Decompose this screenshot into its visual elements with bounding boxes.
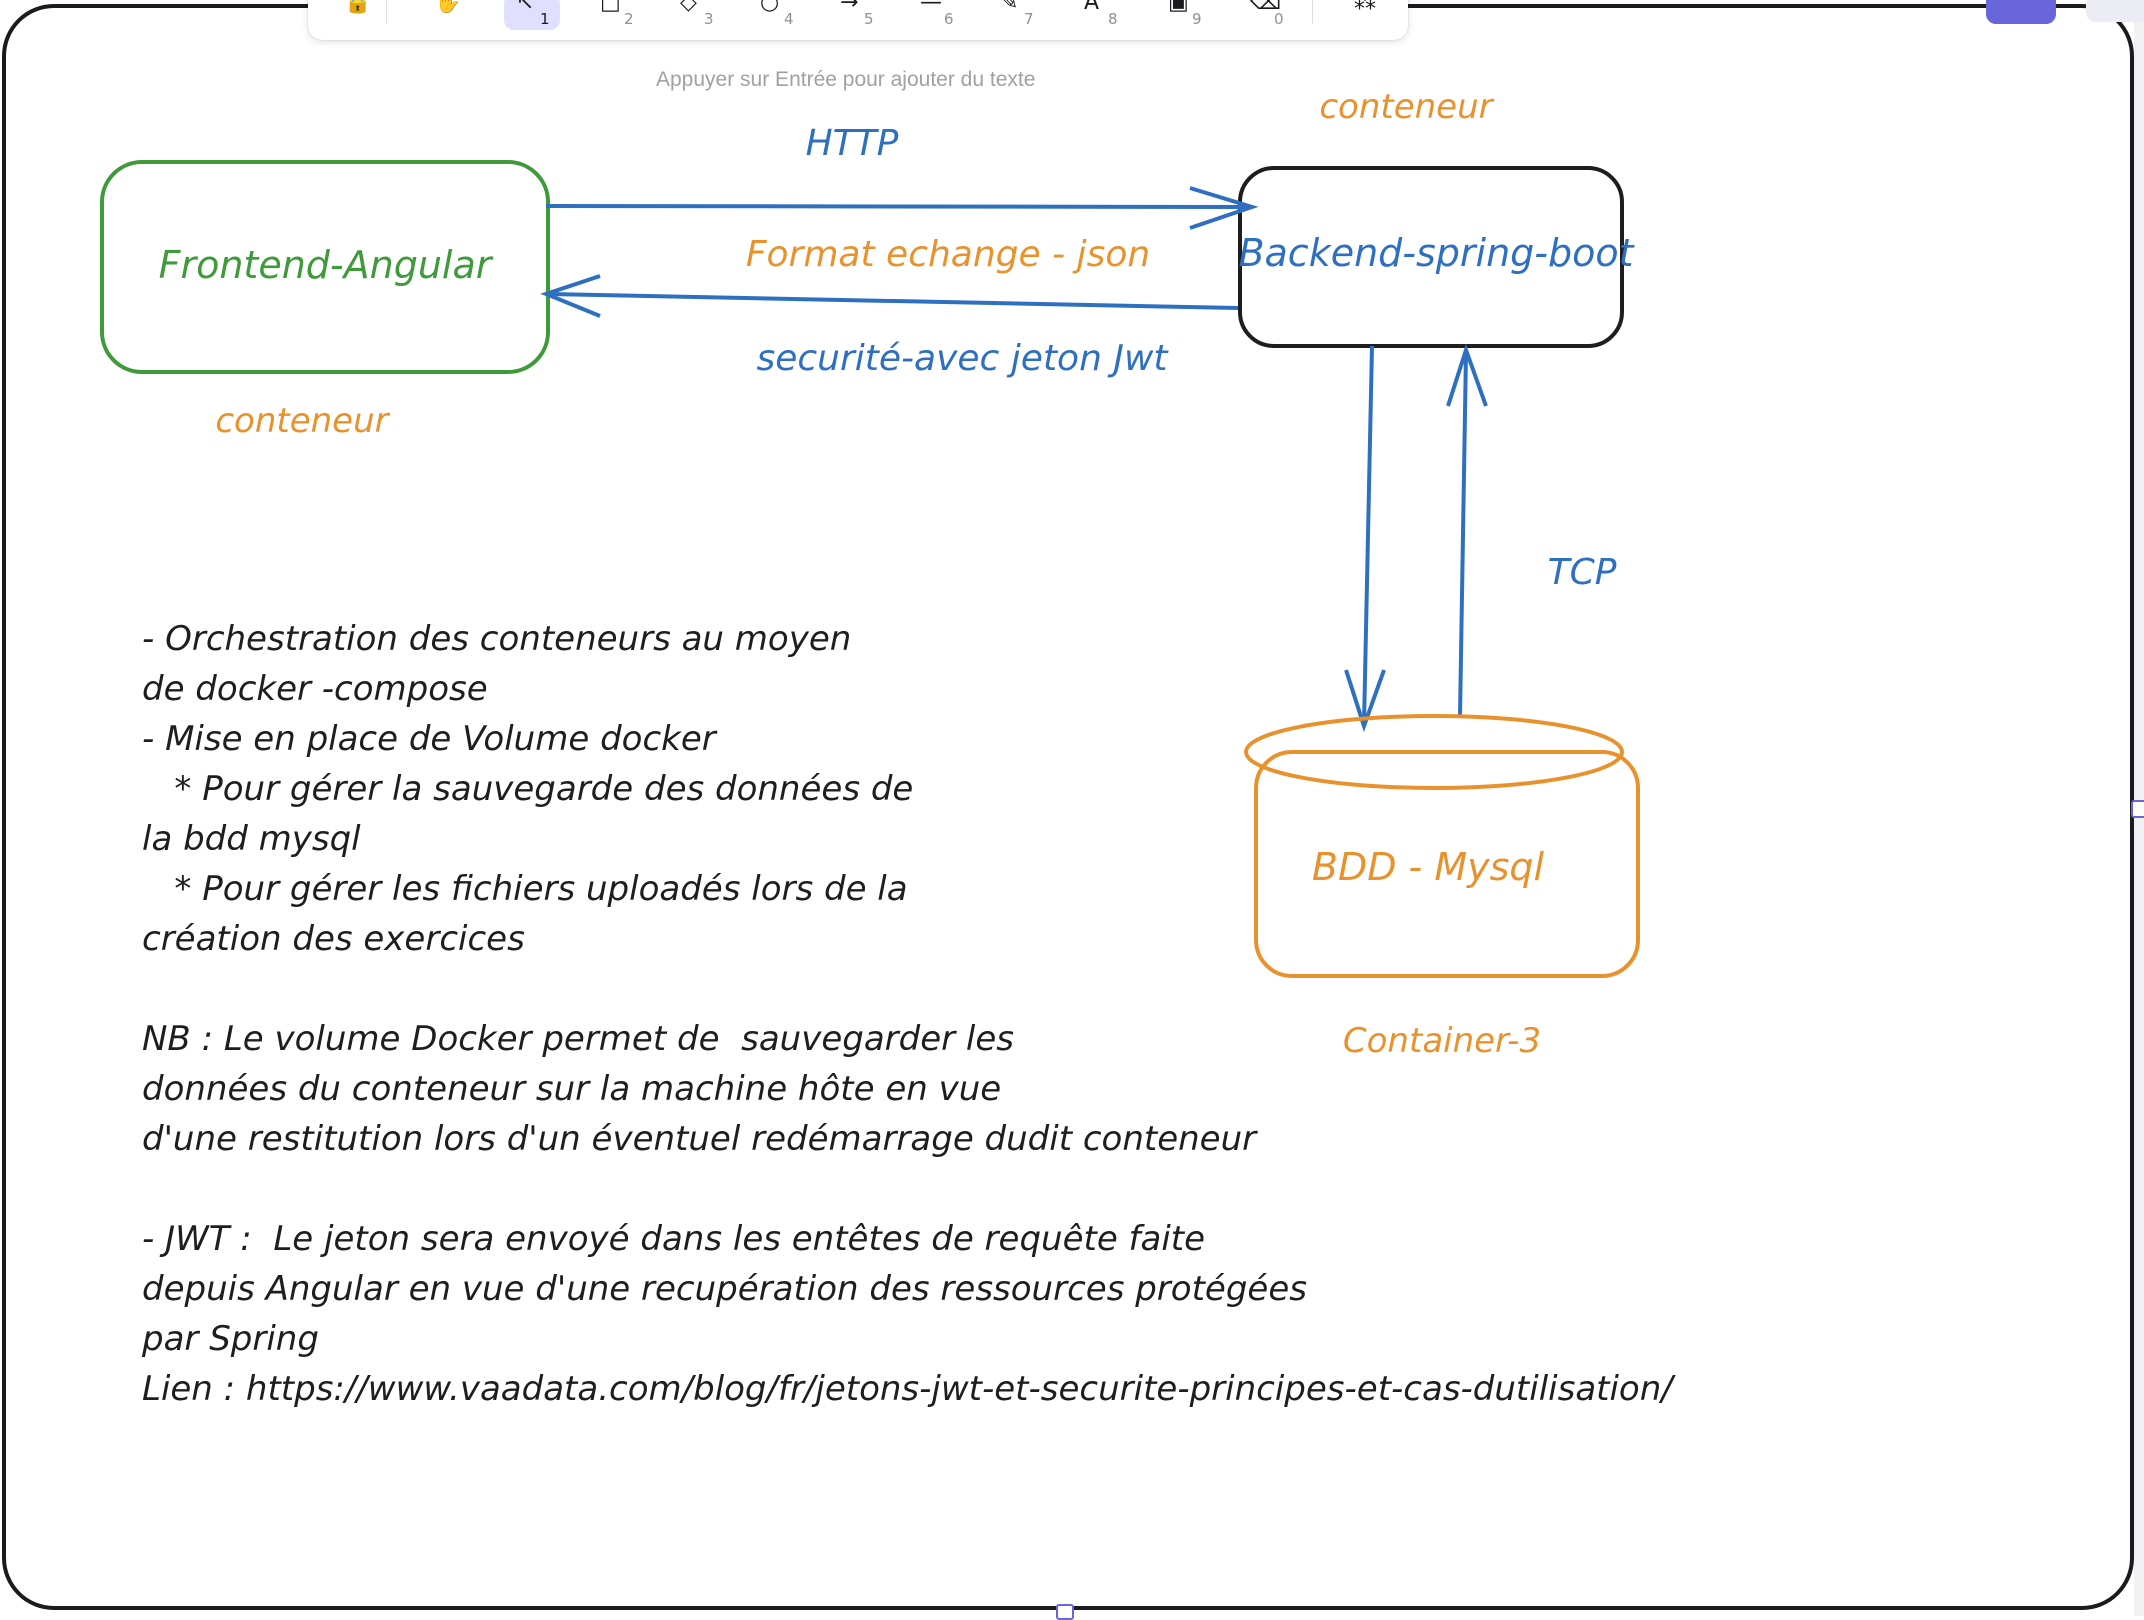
- canvas-hint: Appuyer sur Entrée pour ajouter du texte: [656, 68, 1036, 91]
- toolbar-separator: [386, 0, 387, 24]
- tool-shortcut-key: 2: [624, 10, 634, 28]
- tool-diamond[interactable]: ◇3: [668, 0, 724, 30]
- response-arrow[interactable]: [540, 274, 1239, 318]
- lock-icon: 🔒: [344, 0, 372, 15]
- tool-more-shapes[interactable]: ⁂: [1342, 0, 1398, 30]
- database-label: BDD - Mysql: [1312, 845, 1545, 889]
- note-line: d'une restitution lors d'un éventuel red…: [142, 1119, 1257, 1159]
- database-caption: Container-3: [1343, 1021, 1541, 1061]
- http-label: HTTP: [806, 123, 899, 164]
- database-node[interactable]: BDD - Mysql: [1244, 714, 1640, 978]
- backend-label: Backend-spring-boot: [1238, 231, 1635, 275]
- tool-shortcut-key: 6: [944, 10, 954, 28]
- note-line: création des exercices: [142, 919, 525, 959]
- tool-image[interactable]: ▣9: [1156, 0, 1212, 30]
- canvas-frame[interactable]: [2, 4, 2134, 1610]
- more-shapes-icon: ⁂: [1354, 0, 1376, 15]
- tool-pencil[interactable]: ✎7: [988, 0, 1044, 30]
- note-line: données du conteneur sur la machine hôte…: [142, 1069, 1002, 1109]
- note-line: * Pour gérer les fichiers uploadés lors …: [142, 869, 908, 909]
- resize-handle-right[interactable]: [2131, 800, 2144, 818]
- notes-text[interactable]: - Orchestration des conteneurs au moyen d…: [142, 614, 2042, 1414]
- tool-shortcut-key: 3: [704, 10, 714, 28]
- note-line: Lien : https://www.vaadata.com/blog/fr/j…: [142, 1369, 1673, 1409]
- frontend-caption: conteneur: [215, 401, 390, 441]
- diamond-icon: ◇: [680, 0, 697, 15]
- text-icon: A: [1084, 0, 1100, 15]
- db-to-backend-arrow[interactable]: [1446, 343, 1488, 717]
- hand-icon: ✋: [434, 0, 462, 15]
- note-line: * Pour gérer la sauvegarde des données d…: [142, 769, 914, 809]
- library-button[interactable]: [2086, 0, 2144, 22]
- toolbar-separator: [1312, 0, 1313, 24]
- tool-lock[interactable]: 🔒: [332, 0, 388, 30]
- tool-ellipse[interactable]: ○4: [748, 0, 804, 30]
- note-line: [142, 1164, 2042, 1214]
- tcp-label: TCP: [1548, 552, 1617, 593]
- frontend-label: Frontend-Angular: [159, 243, 494, 287]
- backend-caption: conteneur: [1319, 87, 1494, 127]
- selection-icon: ↖: [516, 0, 535, 15]
- share-button[interactable]: [1986, 0, 2056, 24]
- note-line: par Spring: [142, 1319, 319, 1359]
- backend-to-db-arrow[interactable]: [1344, 345, 1386, 733]
- http-arrow[interactable]: [545, 186, 1259, 230]
- note-line: - JWT : Le jeton sera envoyé dans les en…: [142, 1219, 1206, 1259]
- image-icon: ▣: [1168, 0, 1189, 15]
- format-label: Format echange - json: [746, 234, 1150, 275]
- tool-shortcut-key: 5: [864, 10, 874, 28]
- tool-rectangle[interactable]: □2: [588, 0, 644, 30]
- tool-selection[interactable]: ↖1: [504, 0, 560, 30]
- tool-shortcut-key: 8: [1108, 10, 1118, 28]
- tool-arrow[interactable]: →5: [828, 0, 884, 30]
- note-line: la bdd mysql: [142, 819, 361, 859]
- tool-shortcut-key: 9: [1192, 10, 1202, 28]
- eraser-icon: ⌫: [1250, 0, 1282, 15]
- note-line: [142, 964, 2042, 1014]
- frontend-node[interactable]: Frontend-Angular: [100, 160, 550, 374]
- backend-node[interactable]: Backend-spring-boot: [1238, 166, 1636, 348]
- note-line: NB : Le volume Docker permet de sauvegar…: [142, 1019, 1014, 1059]
- note-line: - Orchestration des conteneurs au moyen: [142, 619, 852, 659]
- tool-shortcut-key: 0: [1274, 10, 1284, 28]
- pencil-icon: ✎: [1000, 0, 1019, 15]
- tool-line[interactable]: —6: [908, 0, 964, 30]
- tool-shortcut-key: 7: [1024, 10, 1034, 28]
- note-line: - Mise en place de Volume docker: [142, 719, 716, 759]
- tool-shortcut-key: 4: [784, 10, 794, 28]
- security-label: securité-avec jeton Jwt: [756, 338, 1169, 379]
- note-line: de docker -compose: [142, 669, 488, 709]
- tool-eraser[interactable]: ⌫0: [1238, 0, 1294, 30]
- note-line: depuis Angular en vue d'une recupération…: [142, 1269, 1307, 1309]
- line-icon: —: [920, 0, 942, 15]
- ellipse-icon: ○: [760, 0, 780, 15]
- rectangle-icon: □: [600, 0, 621, 15]
- tool-hand[interactable]: ✋: [422, 0, 478, 30]
- tool-shortcut-key: 1: [540, 10, 550, 28]
- arrow-icon: →: [840, 0, 859, 15]
